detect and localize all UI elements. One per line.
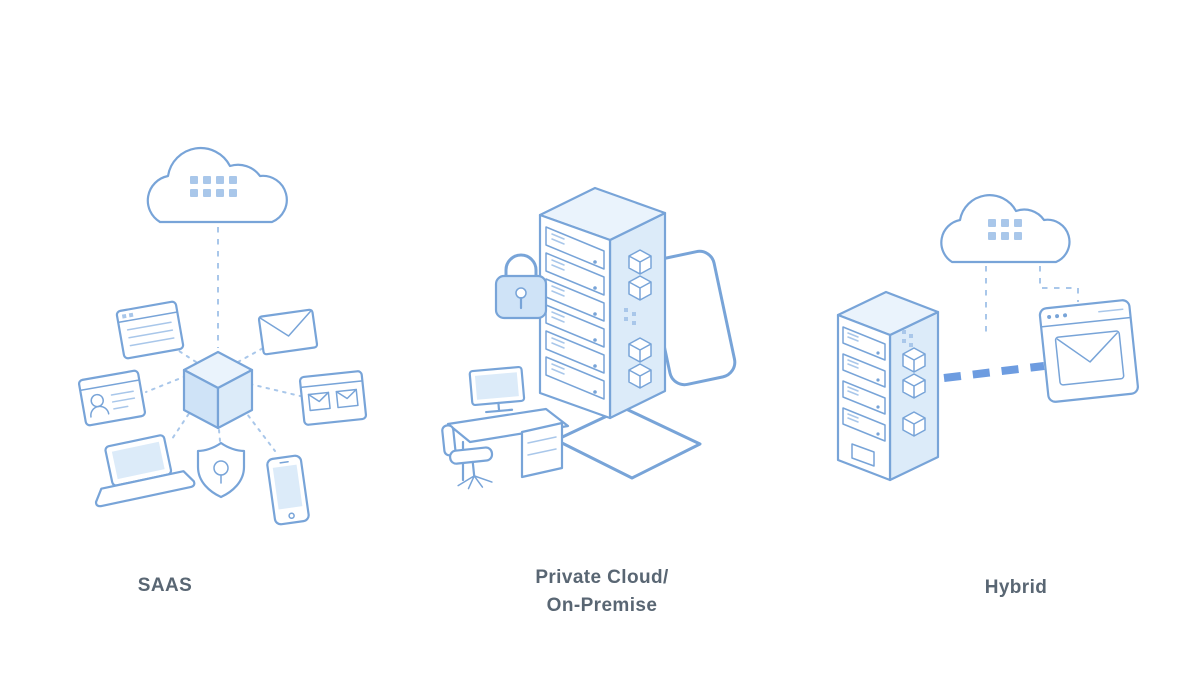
envelope-icon <box>257 308 319 356</box>
security-shield-icon <box>196 441 246 499</box>
spreadsheet-window-icon <box>115 300 185 360</box>
smartphone-icon <box>266 454 310 526</box>
cloud-grid-dots <box>190 176 237 197</box>
cloud-grid-dots <box>988 219 1022 240</box>
envelope-icon <box>1054 330 1125 386</box>
hybrid-label: Hybrid <box>984 577 1048 598</box>
monitor-icon <box>468 365 526 414</box>
server-tower <box>538 186 667 420</box>
storage-boxes <box>624 249 652 389</box>
desk-top <box>446 407 570 444</box>
server-units <box>842 326 886 467</box>
bold-dashed-link <box>943 362 1045 382</box>
private-cloud-label: Private Cloud/ On-Premise <box>535 567 669 616</box>
hybrid-illustration <box>836 194 1139 482</box>
padlock-icon <box>494 253 548 320</box>
saas-illustration <box>77 146 368 526</box>
media-window-icon <box>298 370 368 426</box>
tower-screen <box>851 443 875 467</box>
profile-card-icon <box>77 369 147 427</box>
saas-label: SAAS <box>137 575 193 596</box>
storage-boxes <box>902 330 926 437</box>
office-chair-icon <box>441 424 494 490</box>
desk-cabinet <box>520 421 564 479</box>
cloud-icon <box>146 146 288 224</box>
hybrid-dotted-links <box>985 266 1079 336</box>
server-tower <box>836 290 940 482</box>
hub-cube-icon <box>182 350 254 430</box>
cloud-icon <box>940 194 1071 264</box>
private-cloud-illustration <box>441 186 737 490</box>
server-stand <box>554 406 702 480</box>
server-unit-details <box>847 332 880 436</box>
workstation <box>441 365 570 490</box>
server-unit-details <box>551 233 597 394</box>
mail-window-icon <box>1038 299 1139 403</box>
laptop-icon <box>94 434 196 508</box>
server-units <box>545 226 605 400</box>
